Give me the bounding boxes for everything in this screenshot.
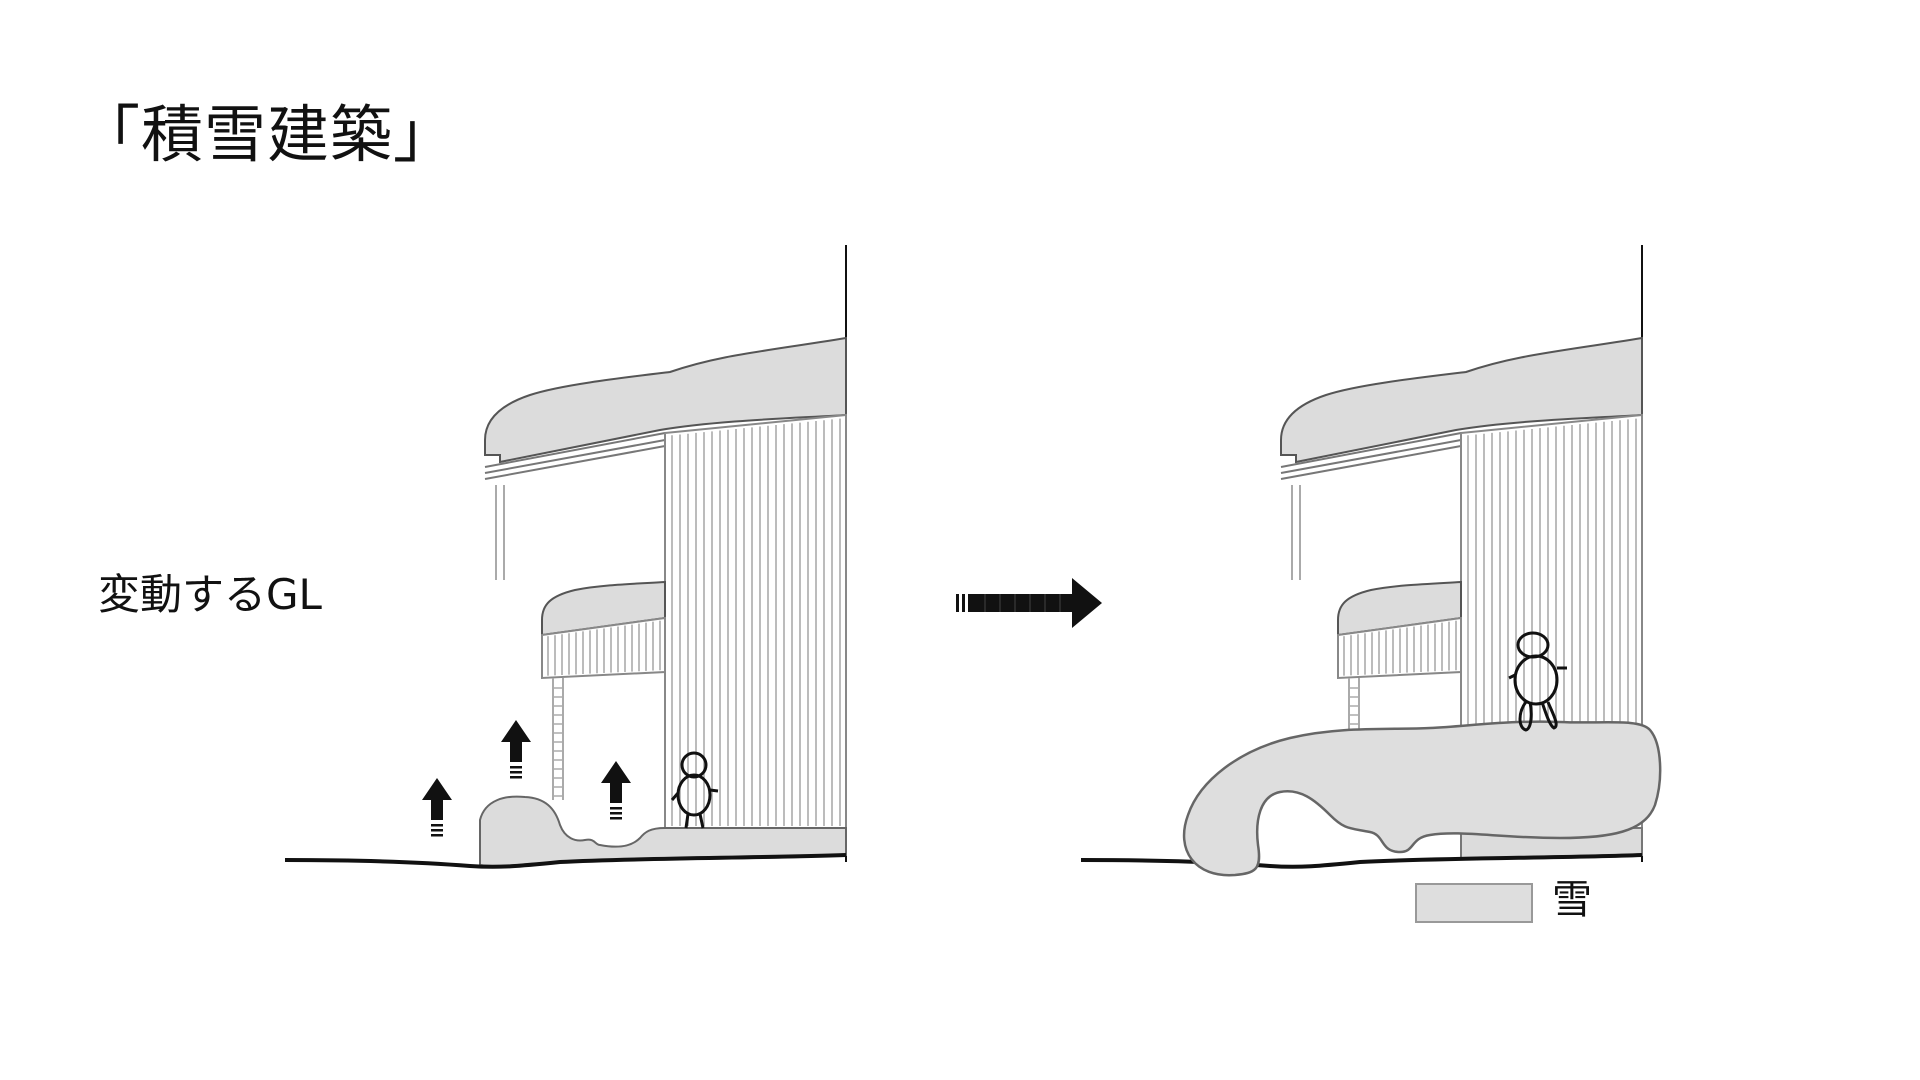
legend-snow-swatch	[1415, 883, 1533, 923]
variable-gl-label: 変動するGL	[98, 570, 322, 619]
ground-line-right	[1080, 853, 1643, 869]
building-section-left	[484, 244, 847, 863]
page-title: 「積雪建築」	[78, 98, 457, 171]
up-arrow-icon	[601, 761, 631, 820]
legend-snow-label: 雪	[1552, 877, 1592, 923]
right-arrow-icon	[956, 578, 1102, 628]
left-panel	[284, 244, 847, 869]
person-icon	[670, 751, 719, 829]
person-icon	[1508, 631, 1567, 732]
up-arrow-icon	[422, 778, 452, 837]
ground-line-left	[284, 853, 847, 869]
up-arrow-icon	[501, 720, 531, 779]
snow-mass	[1182, 720, 1662, 877]
right-panel	[1080, 244, 1662, 923]
